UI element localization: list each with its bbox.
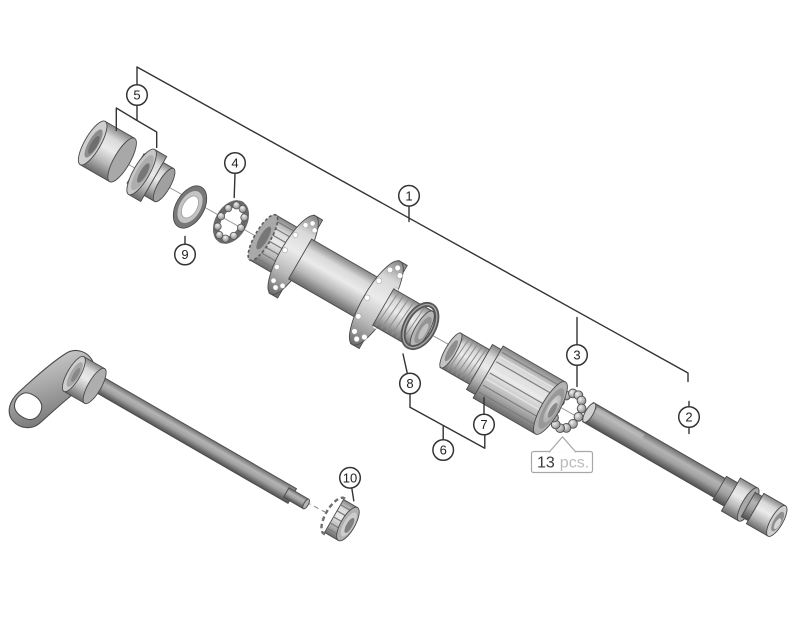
- callout-10-number: 10: [343, 471, 357, 486]
- seal-washer: [172, 185, 208, 229]
- hub-shell: [247, 213, 435, 350]
- callout-5: 5: [125, 83, 149, 107]
- callout-2: 2: [677, 405, 701, 429]
- quantity-unit: pcs.: [560, 455, 589, 472]
- callout-3-number: 3: [573, 348, 580, 363]
- axis-lines: [100, 148, 584, 513]
- callout-9: 9: [173, 243, 197, 266]
- callout-10: 10: [338, 466, 362, 489]
- callout-4-leader: [233, 172, 236, 199]
- callout-2-number: 2: [685, 410, 692, 425]
- hub-threaded-boss: [372, 288, 435, 349]
- retainer-balls: [213, 201, 249, 243]
- freehub-spline-ribs: [478, 351, 563, 428]
- quantity-label-text: 13 pcs.: [537, 455, 589, 472]
- right-flange-spoke-holes: [351, 264, 403, 343]
- callout-4-number: 4: [231, 156, 238, 171]
- callout-6-bracket: [409, 406, 486, 449]
- callouts: 1 2 3 4 5 6 7 8: [125, 83, 701, 489]
- callout-1-number: 1: [405, 189, 412, 204]
- callout-5-number: 5: [133, 88, 140, 103]
- ball-retainer: [213, 200, 249, 244]
- end-cap-nut: [320, 496, 360, 542]
- skewer-shaft: [95, 377, 310, 510]
- quick-release-skewer: [8, 350, 310, 510]
- o-ring: [400, 301, 440, 351]
- callout-6-number: 6: [440, 443, 447, 458]
- callout-8-number: 8: [406, 376, 413, 391]
- quantity-label-pointer: [548, 436, 577, 453]
- leader-lines: [115, 66, 690, 502]
- hub-left-flange: [267, 214, 324, 299]
- lock-cone: [126, 148, 176, 203]
- callout-7: 7: [472, 413, 496, 436]
- callout-5-bracket: [115, 104, 158, 149]
- callout-9-number: 9: [181, 247, 188, 262]
- freehub-body: [439, 332, 568, 435]
- quantity-count: 13: [537, 455, 555, 472]
- skewer-lever-head: [61, 355, 107, 405]
- spacer-cap: [77, 120, 137, 183]
- callout-7-number: 7: [480, 417, 487, 432]
- hub-right-flange: [348, 259, 408, 350]
- callout-8: 8: [398, 372, 422, 395]
- callout-8-leader: [402, 353, 411, 408]
- callout-3: 3: [565, 343, 589, 367]
- axle: [581, 401, 788, 537]
- callout-4: 4: [223, 151, 247, 175]
- quantity-label: 13 pcs.: [530, 436, 594, 474]
- callout-10-leader: [351, 487, 355, 502]
- left-flange-spoke-holes: [270, 220, 318, 291]
- callout-6: 6: [432, 438, 455, 462]
- callout-1: 1: [397, 184, 421, 207]
- group-1-leader-line: [136, 66, 689, 383]
